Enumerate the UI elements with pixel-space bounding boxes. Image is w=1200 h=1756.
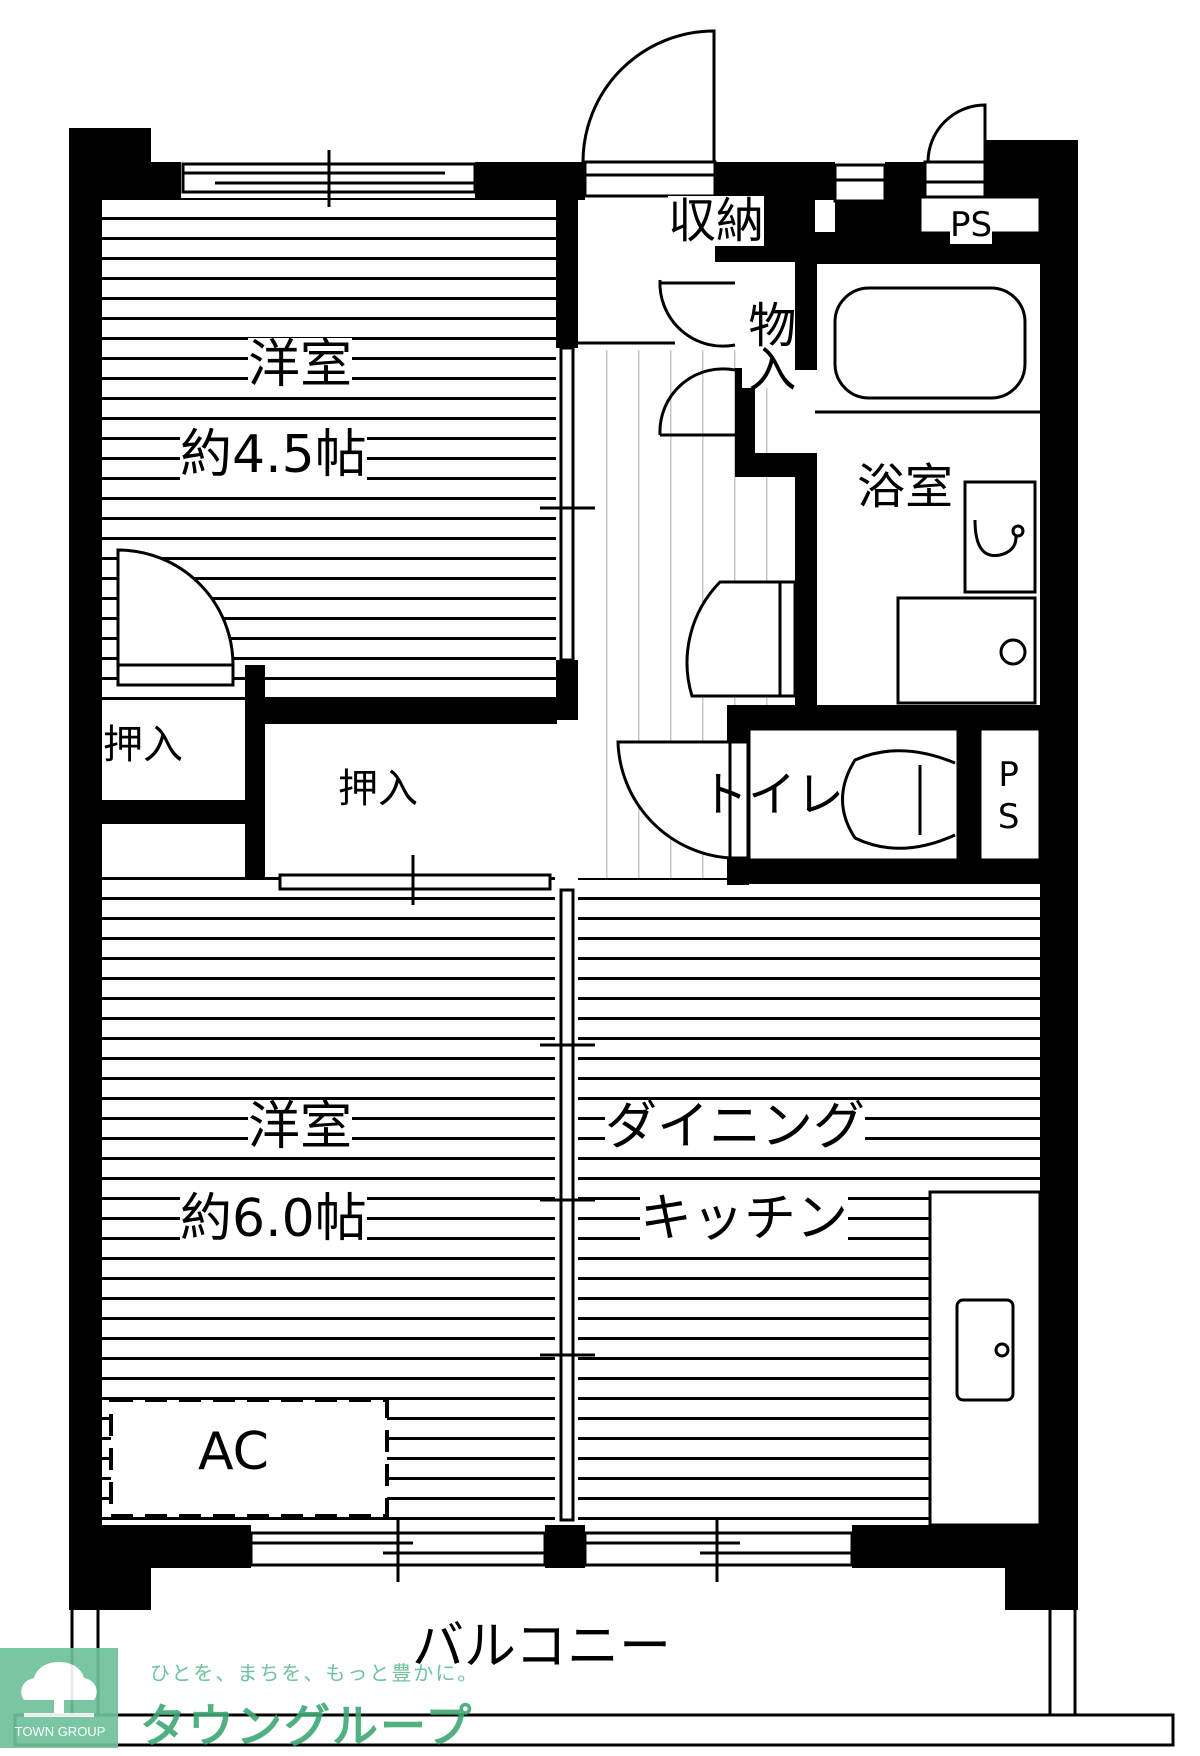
western-room-1-name: 洋室: [248, 335, 353, 395]
dining-kitchen-line2: キッチン: [640, 1189, 849, 1249]
air-conditioner-outline: [109, 1398, 389, 1518]
toilet-label: トイレ: [700, 767, 845, 823]
logo-english-text: TOWN GROUP: [14, 1724, 106, 1739]
ps-door: [833, 103, 1042, 235]
balcony-outline: [13, 1610, 1175, 1747]
pipe-space-toilet-label: PS: [988, 755, 1029, 839]
toilet-fixtures: [616, 727, 1042, 862]
storage-label: 収納: [668, 193, 765, 249]
pipe-space-top-label: PS: [950, 205, 993, 245]
balcony-label: バルコニー: [412, 1617, 671, 1677]
brand-slogan: ひとを、まちを、もっと豊かに。: [150, 1661, 480, 1685]
western-room-1-size: 約4.5帖: [180, 425, 367, 485]
sliding-doors: [278, 346, 595, 1522]
kitchen-counter: [928, 1190, 1042, 1527]
western-room-2-size: 約6.0帖: [180, 1189, 367, 1249]
air-conditioner-label: AC: [198, 1422, 269, 1482]
brand-name: タウングループ: [140, 1699, 474, 1753]
closet-small-label: 押入: [103, 722, 183, 768]
storage-area: [578, 279, 736, 437]
dining-kitchen-line1: ダイニング: [605, 1097, 866, 1157]
closet-large-label: 押入: [338, 766, 418, 812]
bathroom-fixtures: [685, 286, 1040, 705]
closet-door: [116, 548, 235, 687]
tree-icon: [21, 1662, 97, 1717]
town-group-logo: TOWN GROUP: [0, 1648, 118, 1748]
storage-vertical-label: 物入: [739, 300, 796, 388]
western-room-2-name: 洋室: [248, 1097, 353, 1157]
windows: [181, 150, 854, 1582]
bathroom-label: 浴室: [857, 459, 954, 515]
entrance-door: [581, 29, 717, 198]
